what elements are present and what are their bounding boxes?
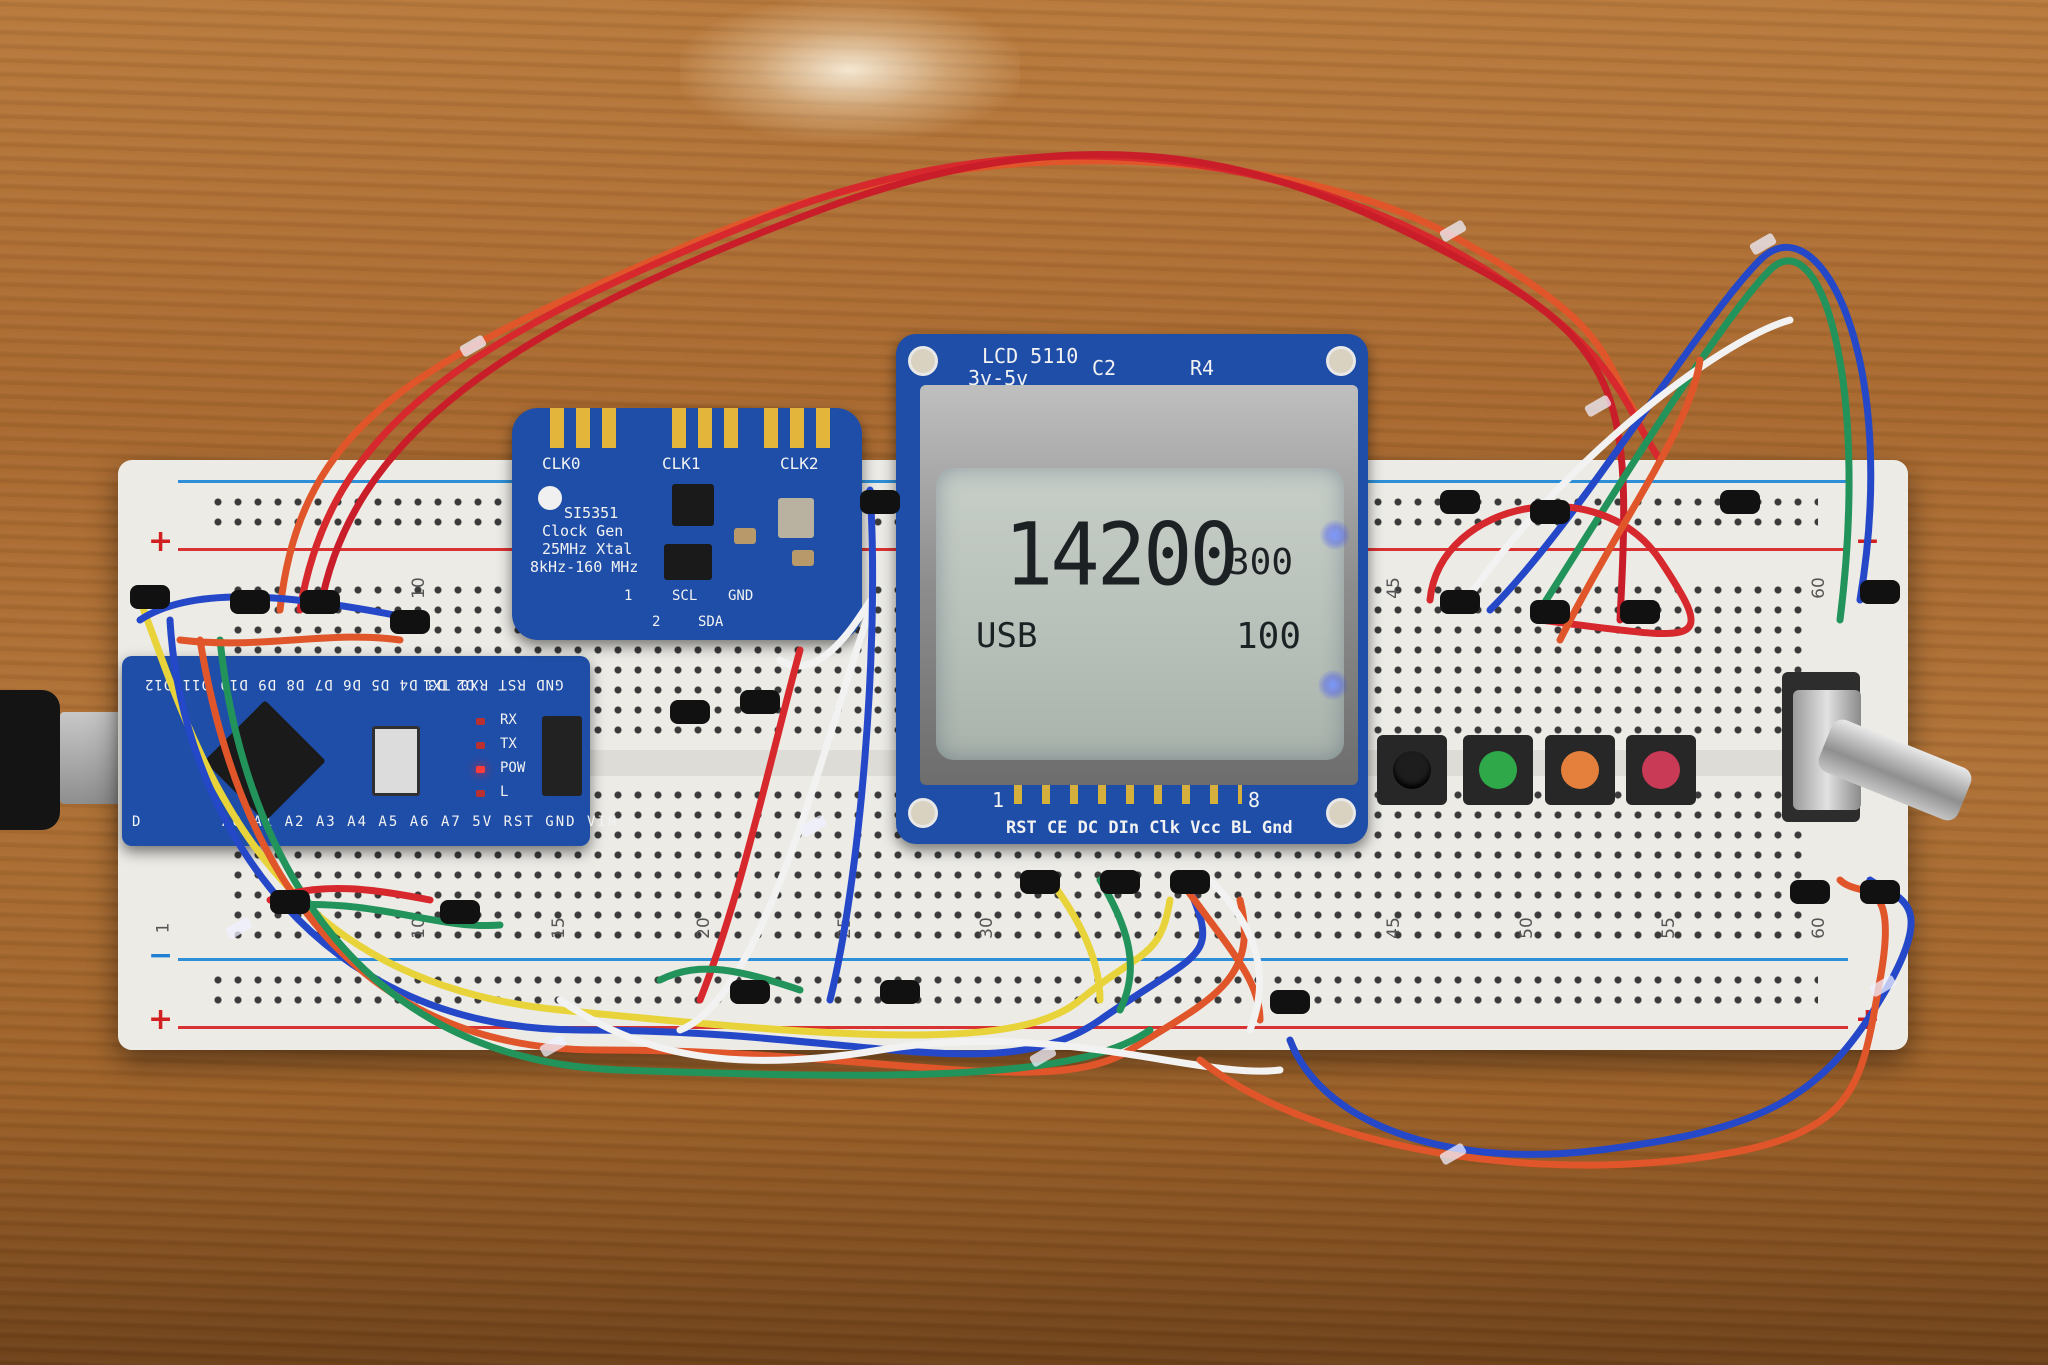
lcd-value: 100 xyxy=(1236,616,1302,657)
header-pins xyxy=(1014,782,1242,804)
lcd-board-title: LCD 5110 xyxy=(982,344,1079,368)
mounting-hole xyxy=(1326,346,1356,376)
si5351-chip xyxy=(672,484,714,526)
crystal xyxy=(778,498,814,538)
led-label-tx: TX xyxy=(500,736,517,752)
lcd-pin-first: 1 xyxy=(992,788,1005,812)
pin1-label: 1 xyxy=(624,588,633,604)
mounting-hole xyxy=(1326,798,1356,828)
push-button-red[interactable] xyxy=(1626,735,1696,805)
mounting-hole xyxy=(908,346,938,376)
clk0-label: CLK0 xyxy=(542,454,581,473)
backlight-led xyxy=(1320,520,1350,550)
sda-label: SDA xyxy=(698,614,724,630)
icsp-header xyxy=(542,716,582,796)
reset-button[interactable] xyxy=(372,726,420,796)
tx-led xyxy=(476,742,485,749)
light-reflection xyxy=(680,0,1020,140)
l-led xyxy=(476,790,485,797)
rail-plus-sign-bottom: + xyxy=(148,1002,174,1037)
si5351-chip-name: SI5351 xyxy=(564,504,619,522)
clock-gen-line1: Clock Gen xyxy=(542,522,624,540)
rx-led xyxy=(476,718,485,725)
si5351-clock-generator-board: CLK0 CLK1 CLK2 SI5351 Clock Gen 25MHz Xt… xyxy=(512,408,862,640)
rail-plus-sign: + xyxy=(148,524,174,559)
push-button-green[interactable] xyxy=(1463,735,1533,805)
lcd-pin-last: 8 xyxy=(1248,788,1261,812)
push-button-orange[interactable] xyxy=(1545,735,1615,805)
power-led xyxy=(476,766,485,773)
button-cap xyxy=(1479,751,1517,789)
lcd-frequency: 14200 xyxy=(1004,505,1239,606)
adafruit-logo xyxy=(538,486,562,510)
pin2-label: 2 xyxy=(652,614,661,630)
usb-cable xyxy=(0,690,60,830)
button-cap xyxy=(1561,751,1599,789)
led-label-l: L xyxy=(500,784,509,800)
scl-label: SCL xyxy=(672,588,698,604)
button-cap xyxy=(1642,751,1680,789)
arduino-d13-label: D xyxy=(132,814,141,830)
clk2-label: CLK2 xyxy=(780,454,819,473)
gnd-label: GND xyxy=(728,588,754,604)
led-label-pow: POW xyxy=(500,760,526,776)
regulator-chip xyxy=(664,544,712,580)
backlight-led xyxy=(1318,670,1348,700)
lcd-step: 300 xyxy=(1228,542,1294,583)
rail-minus-sign: − xyxy=(148,938,174,973)
led-label-rx: RX xyxy=(500,712,517,728)
lcd-pin-labels: RST CE DC DIn Clk Vcc BL Gnd xyxy=(1006,818,1293,838)
button-cap xyxy=(1393,751,1431,789)
mounting-hole xyxy=(908,798,938,828)
lcd-board-c2: C2 xyxy=(1092,356,1117,380)
clock-gen-line2: 25MHz Xtal xyxy=(542,540,633,558)
push-button-black[interactable] xyxy=(1377,735,1447,805)
lcd-screen: 14200 300 USB 100 xyxy=(936,468,1344,760)
arduino-bottom-pin-labels: A0 A1 A2 A3 A4 A5 A6 A7 5V RST GND VIN xyxy=(222,814,619,830)
clock-gen-line3: 8kHz-160 MHz xyxy=(530,558,639,576)
lcd-board-r4: R4 xyxy=(1190,356,1215,380)
lcd-mode: USB xyxy=(976,616,1038,656)
clk1-label: CLK1 xyxy=(662,454,701,473)
